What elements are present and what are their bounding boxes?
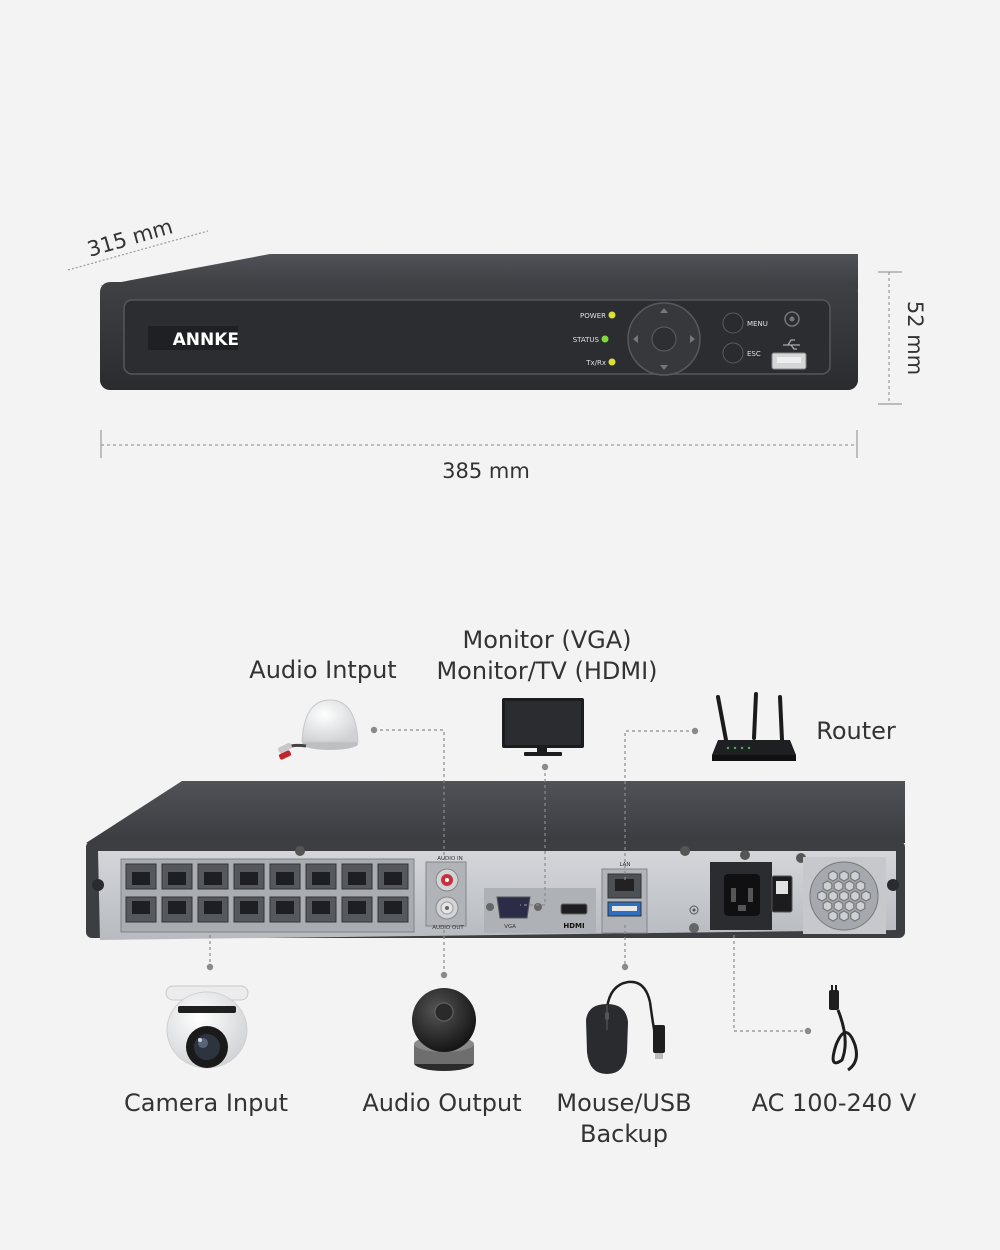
depth-dimension: 315 mm <box>85 214 176 261</box>
width-dimension: 385 mm <box>442 459 530 483</box>
ir-receiver-icon <box>784 311 800 327</box>
poe-ports <box>125 863 409 923</box>
menu-label: MENU <box>747 320 768 328</box>
microphone-icon <box>278 699 359 760</box>
txrx-led-label: Tx/Rx <box>585 359 606 367</box>
router-icon <box>712 692 796 761</box>
camera-input-label: Camera Input <box>124 1089 288 1117</box>
vga-label: VGA <box>504 924 516 930</box>
leader-lines <box>209 729 808 1032</box>
power-cable-icon <box>829 985 858 1072</box>
status-led-label: STATUS <box>573 336 600 344</box>
nvr-front-view <box>100 254 858 390</box>
router-label: Router <box>816 717 896 745</box>
audio-out-label: AUDIO OUT <box>432 925 464 931</box>
mouse-icon <box>586 980 665 1074</box>
dome-camera-icon <box>165 985 249 1069</box>
power-led-label: POWER <box>580 312 606 320</box>
monitor-icon <box>502 698 584 756</box>
audio-output-label: Audio Output <box>362 1089 522 1117</box>
nvr-rear-view <box>86 781 905 940</box>
audio-in-label: AUDIO IN <box>437 856 462 862</box>
esc-button-shape <box>722 342 744 364</box>
height-dimension: 52 mm <box>903 301 927 375</box>
backup-label: Backup <box>580 1120 668 1148</box>
leader-dots <box>206 726 812 1035</box>
hdmi-label: HDMI <box>563 922 584 930</box>
mouse-usb-label: Mouse/USB <box>556 1089 692 1117</box>
monitor-hdmi-label: Monitor/TV (HDMI) <box>436 657 658 685</box>
dimension-lines <box>67 230 902 458</box>
esc-label: ESC <box>747 350 761 358</box>
brand-logo: ANNKE <box>173 330 239 350</box>
menu-button-shape <box>722 312 744 334</box>
monitor-vga-label: Monitor (VGA) <box>462 626 632 654</box>
power-input-label: AC 100-240 V <box>751 1089 917 1117</box>
lan-label: LAN <box>619 862 630 868</box>
audio-input-label: Audio Intput <box>249 656 397 684</box>
usb-symbol-icon <box>783 339 800 350</box>
speaker-icon <box>412 988 476 1071</box>
